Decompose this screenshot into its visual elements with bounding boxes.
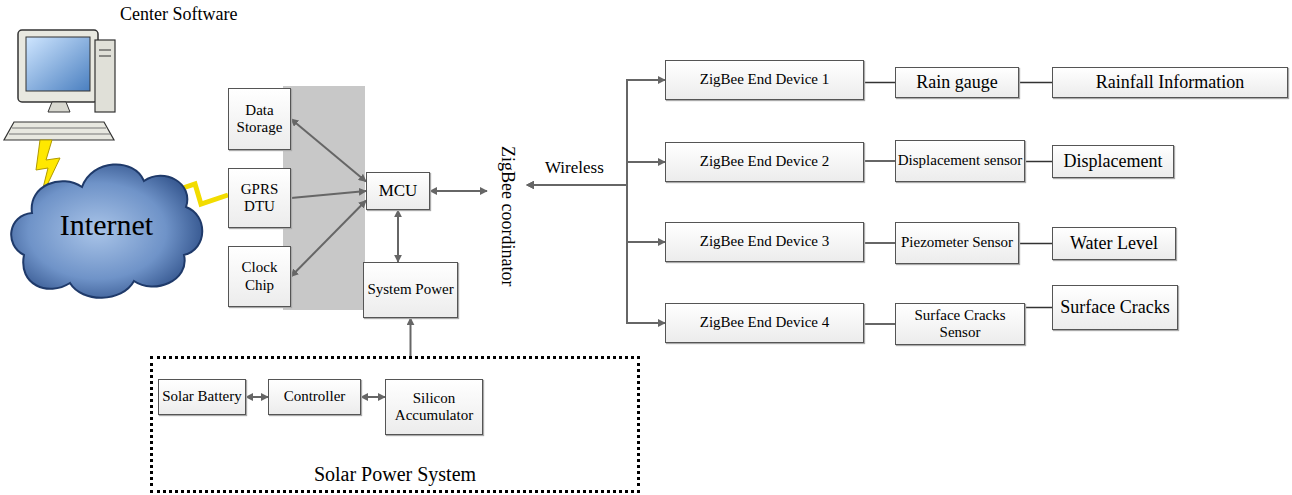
end-device-box: ZigBee End Device 4	[665, 303, 864, 343]
sensor-box: Rain gauge	[895, 67, 1019, 98]
info-box: Displacement	[1052, 145, 1174, 178]
node-text: GPRS DTU	[229, 181, 290, 216]
connector-line	[864, 242, 895, 244]
connector-line	[864, 160, 895, 162]
connector-arrow	[291, 191, 366, 198]
connector-arrow	[527, 80, 665, 185]
connector-line	[864, 82, 895, 84]
edge-label: Wireless	[545, 158, 604, 178]
peripheral-box: GPRS DTU	[228, 168, 291, 228]
connector-line	[1019, 82, 1052, 84]
connector-arrow	[397, 210, 399, 262]
info-box: Water Level	[1052, 227, 1176, 260]
info-box: Rainfall Information	[1052, 67, 1288, 98]
mcu-box: MCU	[366, 172, 430, 210]
connector-arrow	[527, 185, 665, 323]
node-text: Internet	[60, 208, 153, 243]
end-device-box: ZigBee End Device 3	[665, 222, 864, 262]
node-text: MCU	[379, 181, 418, 201]
sensor-box: Surface Cracks Sensor	[895, 303, 1025, 345]
connector-arrow	[361, 396, 385, 398]
computer-icon	[4, 30, 115, 140]
connector-arrow	[410, 318, 412, 356]
power-box: System Power	[363, 262, 458, 318]
bus-region	[283, 86, 365, 310]
node-text: ZigBee End Device 4	[700, 314, 830, 331]
node-text: Piezometer Sensor	[901, 234, 1013, 251]
node-text: Controller	[284, 388, 346, 405]
connector-arrow	[246, 396, 268, 398]
peripheral-box: Data Storage	[228, 88, 291, 150]
solar-group: Solar Power System Solar Battery Controlle…	[150, 356, 640, 493]
title-label: Center Software	[120, 4, 237, 25]
node-text: Rain gauge	[916, 72, 997, 93]
connector-line	[1025, 307, 1052, 309]
node-text: Displacement	[1064, 151, 1163, 172]
node-text: Surface Cracks Sensor	[896, 307, 1024, 342]
end-device-box: ZigBee End Device 2	[665, 142, 864, 182]
node-text: Displacement sensor	[898, 152, 1023, 169]
connector-arrow	[527, 185, 665, 242]
end-device-box: ZigBee End Device 1	[665, 60, 864, 100]
sensor-box: Piezometer Sensor	[895, 222, 1019, 264]
connector-line	[864, 323, 895, 325]
solar-part-box: Solar Battery	[158, 379, 246, 415]
node-text: Clock Chip	[229, 259, 290, 294]
node-text: ZigBee End Device 2	[700, 153, 830, 170]
node-text: ZigBee coordinator	[497, 146, 518, 286]
peripheral-box: Clock Chip	[228, 246, 291, 307]
internet-cloud: Internet	[4, 145, 209, 305]
node-text: ZigBee End Device 3	[700, 233, 830, 250]
connector-line	[1019, 243, 1052, 245]
connector-arrow	[291, 201, 366, 277]
solar-part-box: Controller	[268, 379, 361, 415]
node-text: Solar Power System	[314, 463, 476, 486]
node-text: Data Storage	[229, 102, 290, 137]
coordinator-box: ZigBee coordinator	[487, 57, 527, 375]
node-text: Solar Battery	[162, 388, 242, 405]
solar-part-box: Silicon Accumulator	[385, 379, 483, 435]
node-text: ZigBee End Device 1	[700, 71, 830, 88]
sensor-box: Displacement sensor	[895, 140, 1025, 182]
node-text: Water Level	[1070, 233, 1158, 254]
connector-line	[1025, 161, 1052, 163]
connector-arrow	[291, 119, 366, 182]
info-box: Surface Cracks	[1052, 285, 1178, 330]
node-text: Silicon Accumulator	[386, 390, 482, 425]
node-text: System Power	[367, 281, 453, 298]
connector-arrow	[430, 190, 487, 192]
node-text: Surface Cracks	[1060, 297, 1169, 318]
node-text: Rainfall Information	[1096, 72, 1244, 93]
